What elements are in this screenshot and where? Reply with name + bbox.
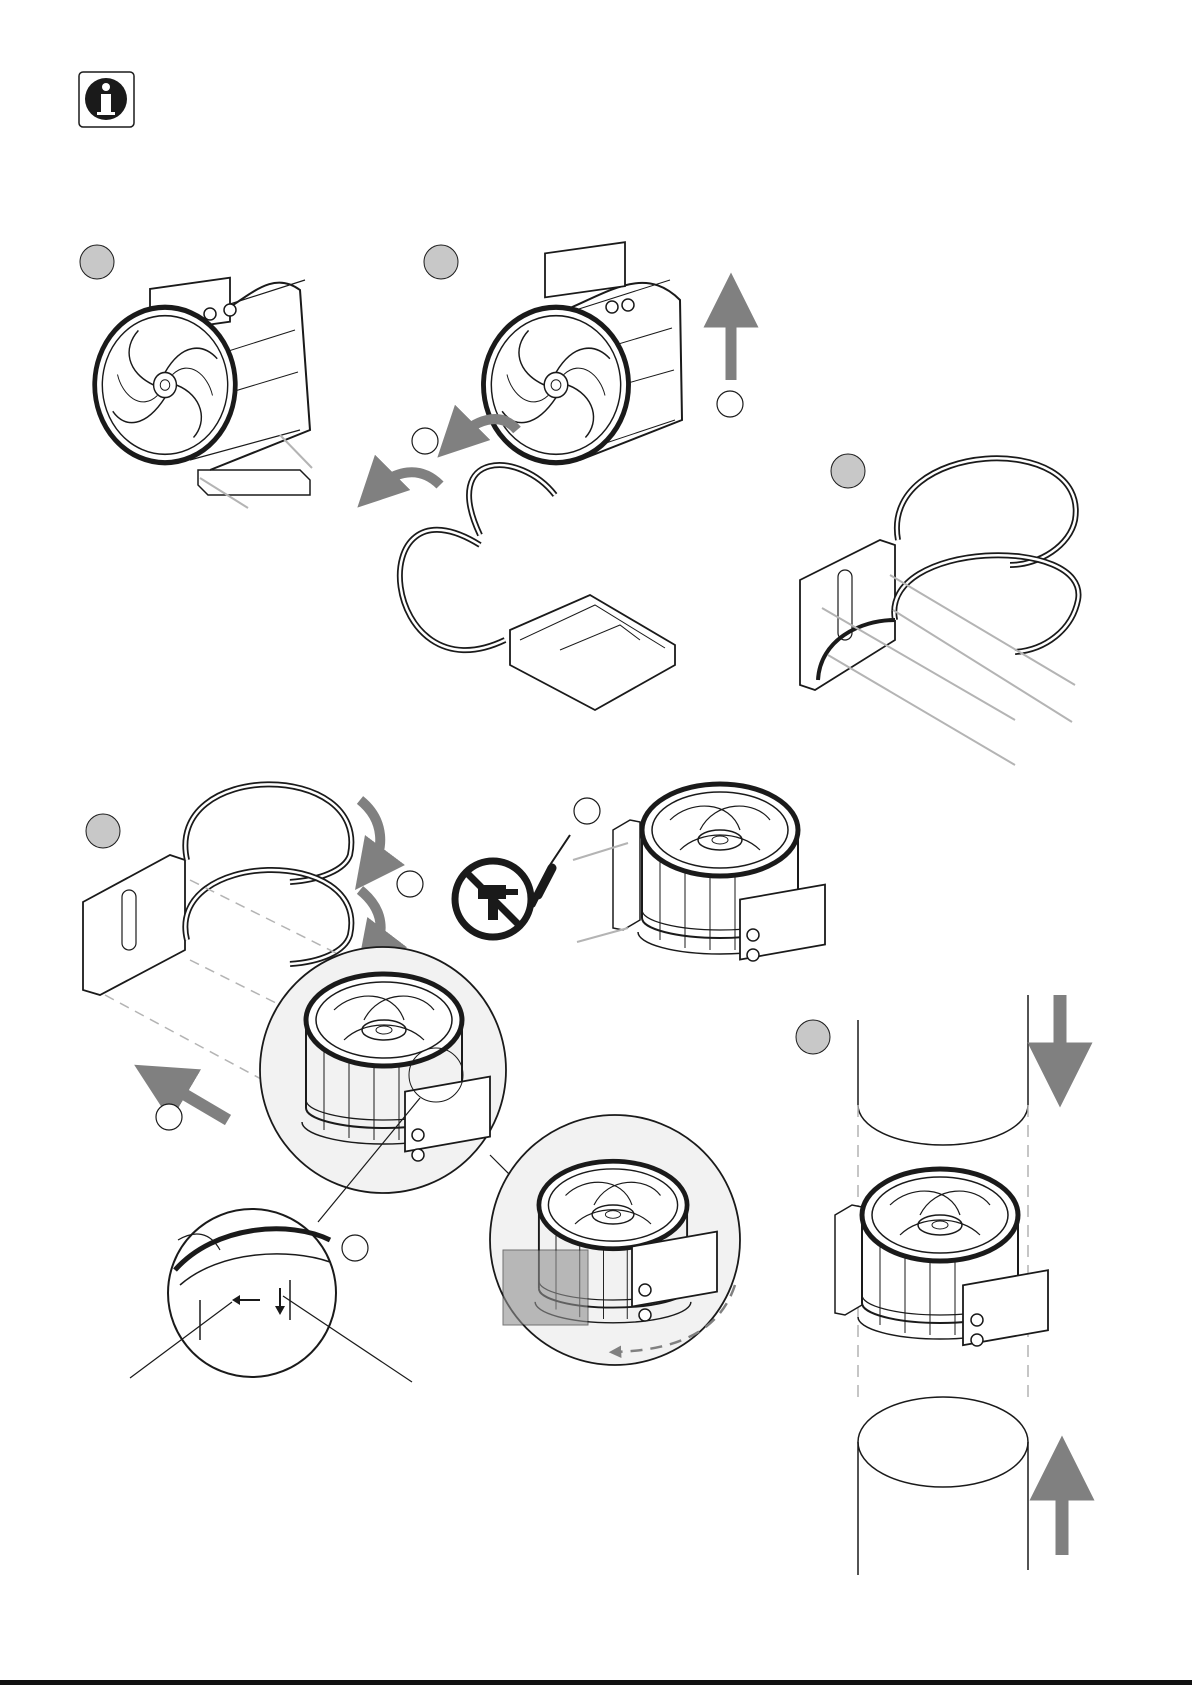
step-4-sub-marker-close (397, 871, 423, 897)
step-1-marker (80, 245, 114, 279)
step-2-fan (483, 307, 628, 462)
step-2-diagram (375, 242, 743, 710)
step-2-sub-marker-rotate (412, 428, 438, 454)
step-4-marker (86, 814, 120, 848)
step-2-base-bracket (510, 595, 675, 710)
step-2-sub-marker-lift (717, 391, 743, 417)
step-4-box-alt-position (503, 1250, 588, 1325)
info-badge (79, 72, 134, 127)
step-3-clamp-lower (894, 555, 1078, 652)
step-6-wall-bracket (835, 1205, 862, 1315)
step-5-sub-marker (574, 798, 600, 824)
step-3-clamp-upper (897, 458, 1076, 565)
step-5-wall-bracket (613, 820, 640, 930)
step-3-diagram (800, 454, 1078, 765)
step-4-sub-marker-label (342, 1235, 368, 1261)
step-1-leader-b (280, 435, 312, 468)
step-1-fan (95, 307, 236, 462)
step-5-leader-bottom (577, 928, 628, 942)
step-1-bracket (198, 470, 310, 495)
step-6-marker (796, 1020, 830, 1054)
step-4-close-arrow-top (360, 800, 380, 870)
step-3-leader-d (828, 655, 1015, 765)
step-2-clamp-lower (400, 530, 505, 650)
step-6-upper-duct (858, 995, 1028, 1145)
page-bottom-rule (0, 1680, 1192, 1685)
step-4-close-arrow-bottom (360, 890, 381, 952)
step-1-diagram (80, 245, 312, 508)
step-2-rotate-arrow-left (375, 472, 440, 490)
step-3-marker (831, 454, 865, 488)
step-3-leader-a (890, 575, 1075, 685)
screwdriver-icon (533, 835, 570, 905)
no-power-drill-icon (455, 861, 531, 937)
info-icon (85, 78, 127, 120)
step-3-leader-b (893, 610, 1072, 722)
step-6-diagram (796, 995, 1062, 1575)
step-2-marker (424, 245, 458, 279)
step-6-lower-duct-opening (858, 1397, 1028, 1487)
step-5-diagram (573, 784, 825, 961)
step-4-sub-marker-push (156, 1104, 182, 1130)
step-2-clamp-upper (469, 465, 555, 535)
